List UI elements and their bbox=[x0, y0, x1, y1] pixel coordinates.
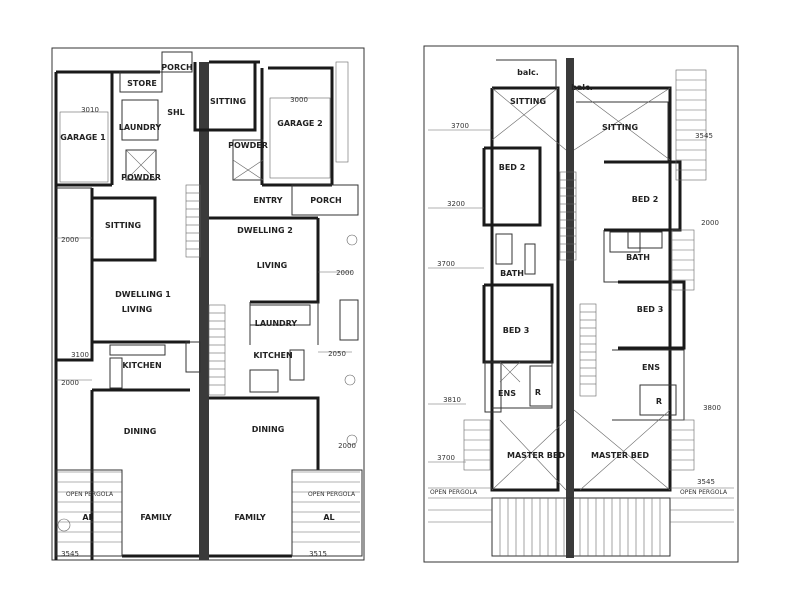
dim-u-3700c: 3700 bbox=[437, 454, 455, 462]
dim-3000: 3000 bbox=[290, 96, 308, 104]
room-label-sitting-top: SITTING bbox=[210, 97, 246, 106]
dim-u-3545b: 3545 bbox=[697, 478, 715, 486]
label-balc2: balc. bbox=[571, 83, 593, 92]
room-label-kitchen2: KITCHEN bbox=[253, 351, 292, 360]
label-balc1: balc. bbox=[517, 68, 539, 77]
dim-3100: 3100 bbox=[71, 351, 89, 359]
room-label-laundry2: LAUNDRY bbox=[255, 319, 298, 328]
dim-3545: 3545 bbox=[61, 550, 79, 558]
label-r1: R bbox=[535, 388, 541, 397]
label-al1: AL bbox=[82, 513, 93, 522]
room-label-garage1: GARAGE 1 bbox=[60, 133, 106, 142]
room-label-powder2: POWDER bbox=[228, 141, 268, 150]
label-r2: R bbox=[656, 397, 662, 406]
dim-2000d: 2000 bbox=[338, 442, 356, 450]
room-label-ens1: ENS bbox=[498, 389, 516, 398]
upper-party-wall bbox=[566, 58, 574, 558]
dim-2000c: 2000 bbox=[61, 379, 79, 387]
room-label-dwelling1: DWELLING 1 bbox=[115, 290, 171, 299]
room-label-family2: FAMILY bbox=[234, 513, 266, 522]
dim-u-3700b: 3700 bbox=[437, 260, 455, 268]
room-label-entry: ENTRY bbox=[253, 196, 282, 205]
room-label-family1: FAMILY bbox=[140, 513, 172, 522]
room-label-master1: MASTER BED bbox=[507, 451, 565, 460]
dim-3010: 3010 bbox=[81, 106, 99, 114]
room-label-porch2: PORCH bbox=[310, 196, 341, 205]
room-label-porch-top: PORCH bbox=[161, 63, 192, 72]
room-label-bath1: BATH bbox=[500, 269, 524, 278]
upper-site-boundary bbox=[423, 45, 739, 563]
ground-party-wall bbox=[199, 62, 209, 560]
room-label-sitting-u1: SITTING bbox=[510, 97, 546, 106]
room-label-living2: LIVING bbox=[257, 261, 288, 270]
dim-u-3800: 3800 bbox=[703, 404, 721, 412]
dim-2000a: 2000 bbox=[61, 236, 79, 244]
room-label-sitting-u2: SITTING bbox=[602, 123, 638, 132]
room-label-living1: LIVING bbox=[122, 305, 153, 314]
room-label-dining1: DINING bbox=[124, 427, 157, 436]
dim-u-3200: 3200 bbox=[447, 200, 465, 208]
room-label-master2: MASTER BED bbox=[591, 451, 649, 460]
label-al2: AL bbox=[323, 513, 334, 522]
label-pergola-u1: OPEN PERGOLA bbox=[430, 489, 478, 496]
room-label-dining2: DINING bbox=[252, 425, 285, 434]
room-label-bed2b: BED 2 bbox=[632, 195, 659, 204]
room-label-ens2: ENS bbox=[642, 363, 660, 372]
room-label-bath2: BATH bbox=[626, 253, 650, 262]
dim-2050: 2050 bbox=[328, 350, 346, 358]
dim-u-3700: 3700 bbox=[451, 122, 469, 130]
room-label-kitchen1: KITCHEN bbox=[122, 361, 161, 370]
room-label-bed2a: BED 2 bbox=[499, 163, 526, 172]
dim-u-3810: 3810 bbox=[443, 396, 461, 404]
room-label-sitting1: SITTING bbox=[105, 221, 141, 230]
room-label-powder1: POWDER bbox=[121, 173, 161, 182]
room-label-bed3b: BED 3 bbox=[637, 305, 664, 314]
room-label-store: STORE bbox=[127, 79, 157, 88]
room-label-garage2: GARAGE 2 bbox=[277, 119, 323, 128]
room-label-dwelling2: DWELLING 2 bbox=[237, 226, 293, 235]
dim-u-3545: 3545 bbox=[695, 132, 713, 140]
dim-u-2000: 2000 bbox=[701, 219, 719, 227]
room-label-shl: SHL bbox=[167, 108, 185, 117]
label-pergola-u2: OPEN PERGOLA bbox=[680, 489, 728, 496]
label-pergola2: OPEN PERGOLA bbox=[308, 491, 356, 498]
room-label-bed3a: BED 3 bbox=[503, 326, 530, 335]
label-pergola1: OPEN PERGOLA bbox=[66, 491, 114, 498]
room-label-laundry1: LAUNDRY bbox=[119, 123, 162, 132]
dim-2000b: 2000 bbox=[336, 269, 354, 277]
dim-3515: 3515 bbox=[309, 550, 327, 558]
upper-floor-plan: balc. balc. SITTING SITTING BED 2 BED 2 … bbox=[423, 45, 739, 563]
ground-floor-plan: GARAGE 1 STORE PORCH SITTING GARAGE 2 LA… bbox=[51, 47, 365, 561]
